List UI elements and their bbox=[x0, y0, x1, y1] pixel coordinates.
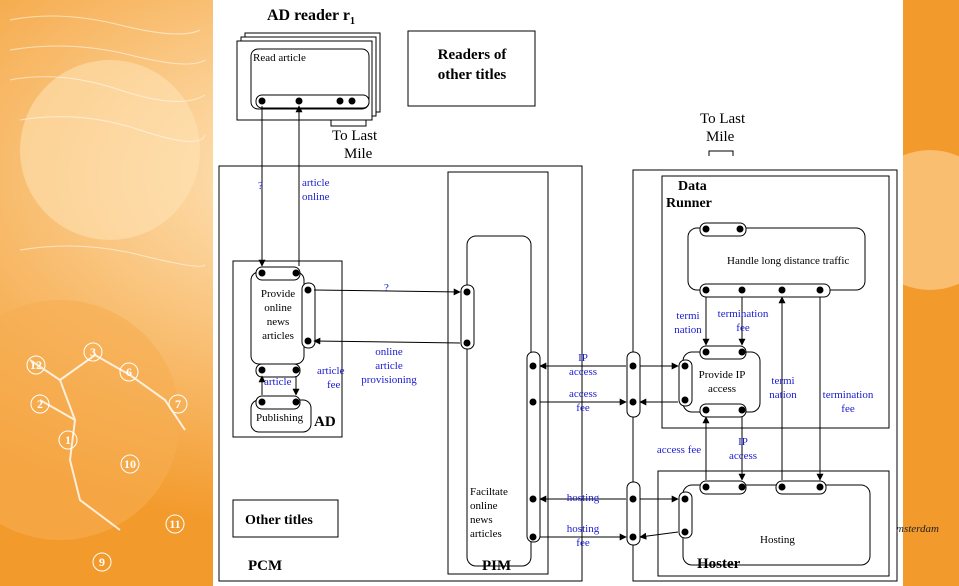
pim-label: PIM bbox=[482, 558, 511, 574]
runner-last-mile-line2: Mile bbox=[706, 129, 735, 145]
provide-line3: news bbox=[267, 316, 290, 328]
flow-access-fee-2: access fee bbox=[657, 444, 701, 456]
runner-last-mile-line1: To Last bbox=[700, 111, 746, 127]
provide-ip-activity bbox=[683, 352, 760, 412]
flow-article: article bbox=[264, 376, 292, 388]
flow-access-fee-1b: fee bbox=[576, 402, 590, 414]
flow-ip-access-1a: IP bbox=[578, 352, 588, 364]
data-runner-line2: Runner bbox=[666, 196, 712, 211]
provide-line4: articles bbox=[262, 330, 294, 342]
flow-termination-1b: nation bbox=[674, 324, 702, 336]
flow-hosting-fee-2: fee bbox=[576, 537, 590, 549]
to-last-mile-line1: To Last bbox=[332, 128, 378, 144]
flow-article-fee-2: fee bbox=[327, 379, 341, 391]
flow-provisioning-2: article bbox=[375, 360, 403, 372]
flow-termination-fee-2b: fee bbox=[841, 403, 855, 415]
publishing-label: Publishing bbox=[256, 412, 304, 424]
flow-termination-fee-2a: termination bbox=[823, 389, 874, 401]
flow-termination-fee-1a: termination bbox=[718, 308, 769, 320]
other-readers-line2: other titles bbox=[438, 67, 507, 83]
flow-ip-access-2a: IP bbox=[738, 436, 748, 448]
hoster-label: Hoster bbox=[697, 556, 741, 572]
flow-access-fee-1a: access bbox=[569, 388, 597, 400]
data-runner-line1: Data bbox=[678, 179, 707, 194]
flow-article-fee-1: article bbox=[317, 365, 345, 377]
flow-ip-access-2b: access bbox=[729, 450, 757, 462]
flow-hosting: hosting bbox=[567, 492, 600, 504]
isp-left-upper-interface bbox=[627, 352, 640, 417]
flow-ip-access-1b: access bbox=[569, 366, 597, 378]
provide-ip-line1: Provide IP bbox=[699, 369, 746, 381]
to-last-mile-line2: Mile bbox=[344, 146, 373, 162]
runner-bottom-interface bbox=[700, 284, 830, 297]
reader-title: AD reader r1 bbox=[267, 7, 355, 27]
read-article-label: Read article bbox=[253, 52, 306, 64]
flow-question-top: ? bbox=[258, 180, 263, 192]
provide-line2: online bbox=[264, 302, 292, 314]
flow-provisioning-3: provisioning bbox=[361, 374, 417, 386]
flow-termination-2b: nation bbox=[769, 389, 797, 401]
flow-provisioning-1: online bbox=[375, 346, 403, 358]
facilitate-line4: articles bbox=[470, 528, 502, 540]
flow-question-mid: ? bbox=[384, 282, 389, 294]
flow-termination-1a: termi bbox=[676, 310, 699, 322]
ad-label: AD bbox=[314, 414, 336, 430]
hosting-label: Hosting bbox=[760, 534, 795, 546]
flow-termination-fee-1b: fee bbox=[736, 322, 750, 334]
pim-right-interface bbox=[527, 352, 540, 542]
other-readers-line1: Readers of bbox=[438, 47, 508, 63]
pcm-label: PCM bbox=[248, 558, 282, 574]
other-titles-label: Other titles bbox=[245, 513, 313, 528]
bg-fragment-text: msterdam bbox=[896, 523, 939, 535]
long-distance-label: Handle long distance traffic bbox=[727, 255, 849, 267]
flow-article-online-1: article bbox=[302, 177, 330, 189]
facilitate-line3: news bbox=[470, 514, 493, 526]
provide-ip-line2: access bbox=[708, 383, 736, 395]
facilitate-line2: online bbox=[470, 500, 498, 512]
flow-hosting-fee-1: hosting bbox=[567, 523, 600, 535]
facilitate-line1: Faciltate bbox=[470, 486, 508, 498]
hosting-activity bbox=[683, 485, 870, 565]
flow-article-online-2: online bbox=[302, 191, 330, 203]
provide-line1: Provide bbox=[261, 288, 295, 300]
flow-termination-2a: termi bbox=[771, 375, 794, 387]
